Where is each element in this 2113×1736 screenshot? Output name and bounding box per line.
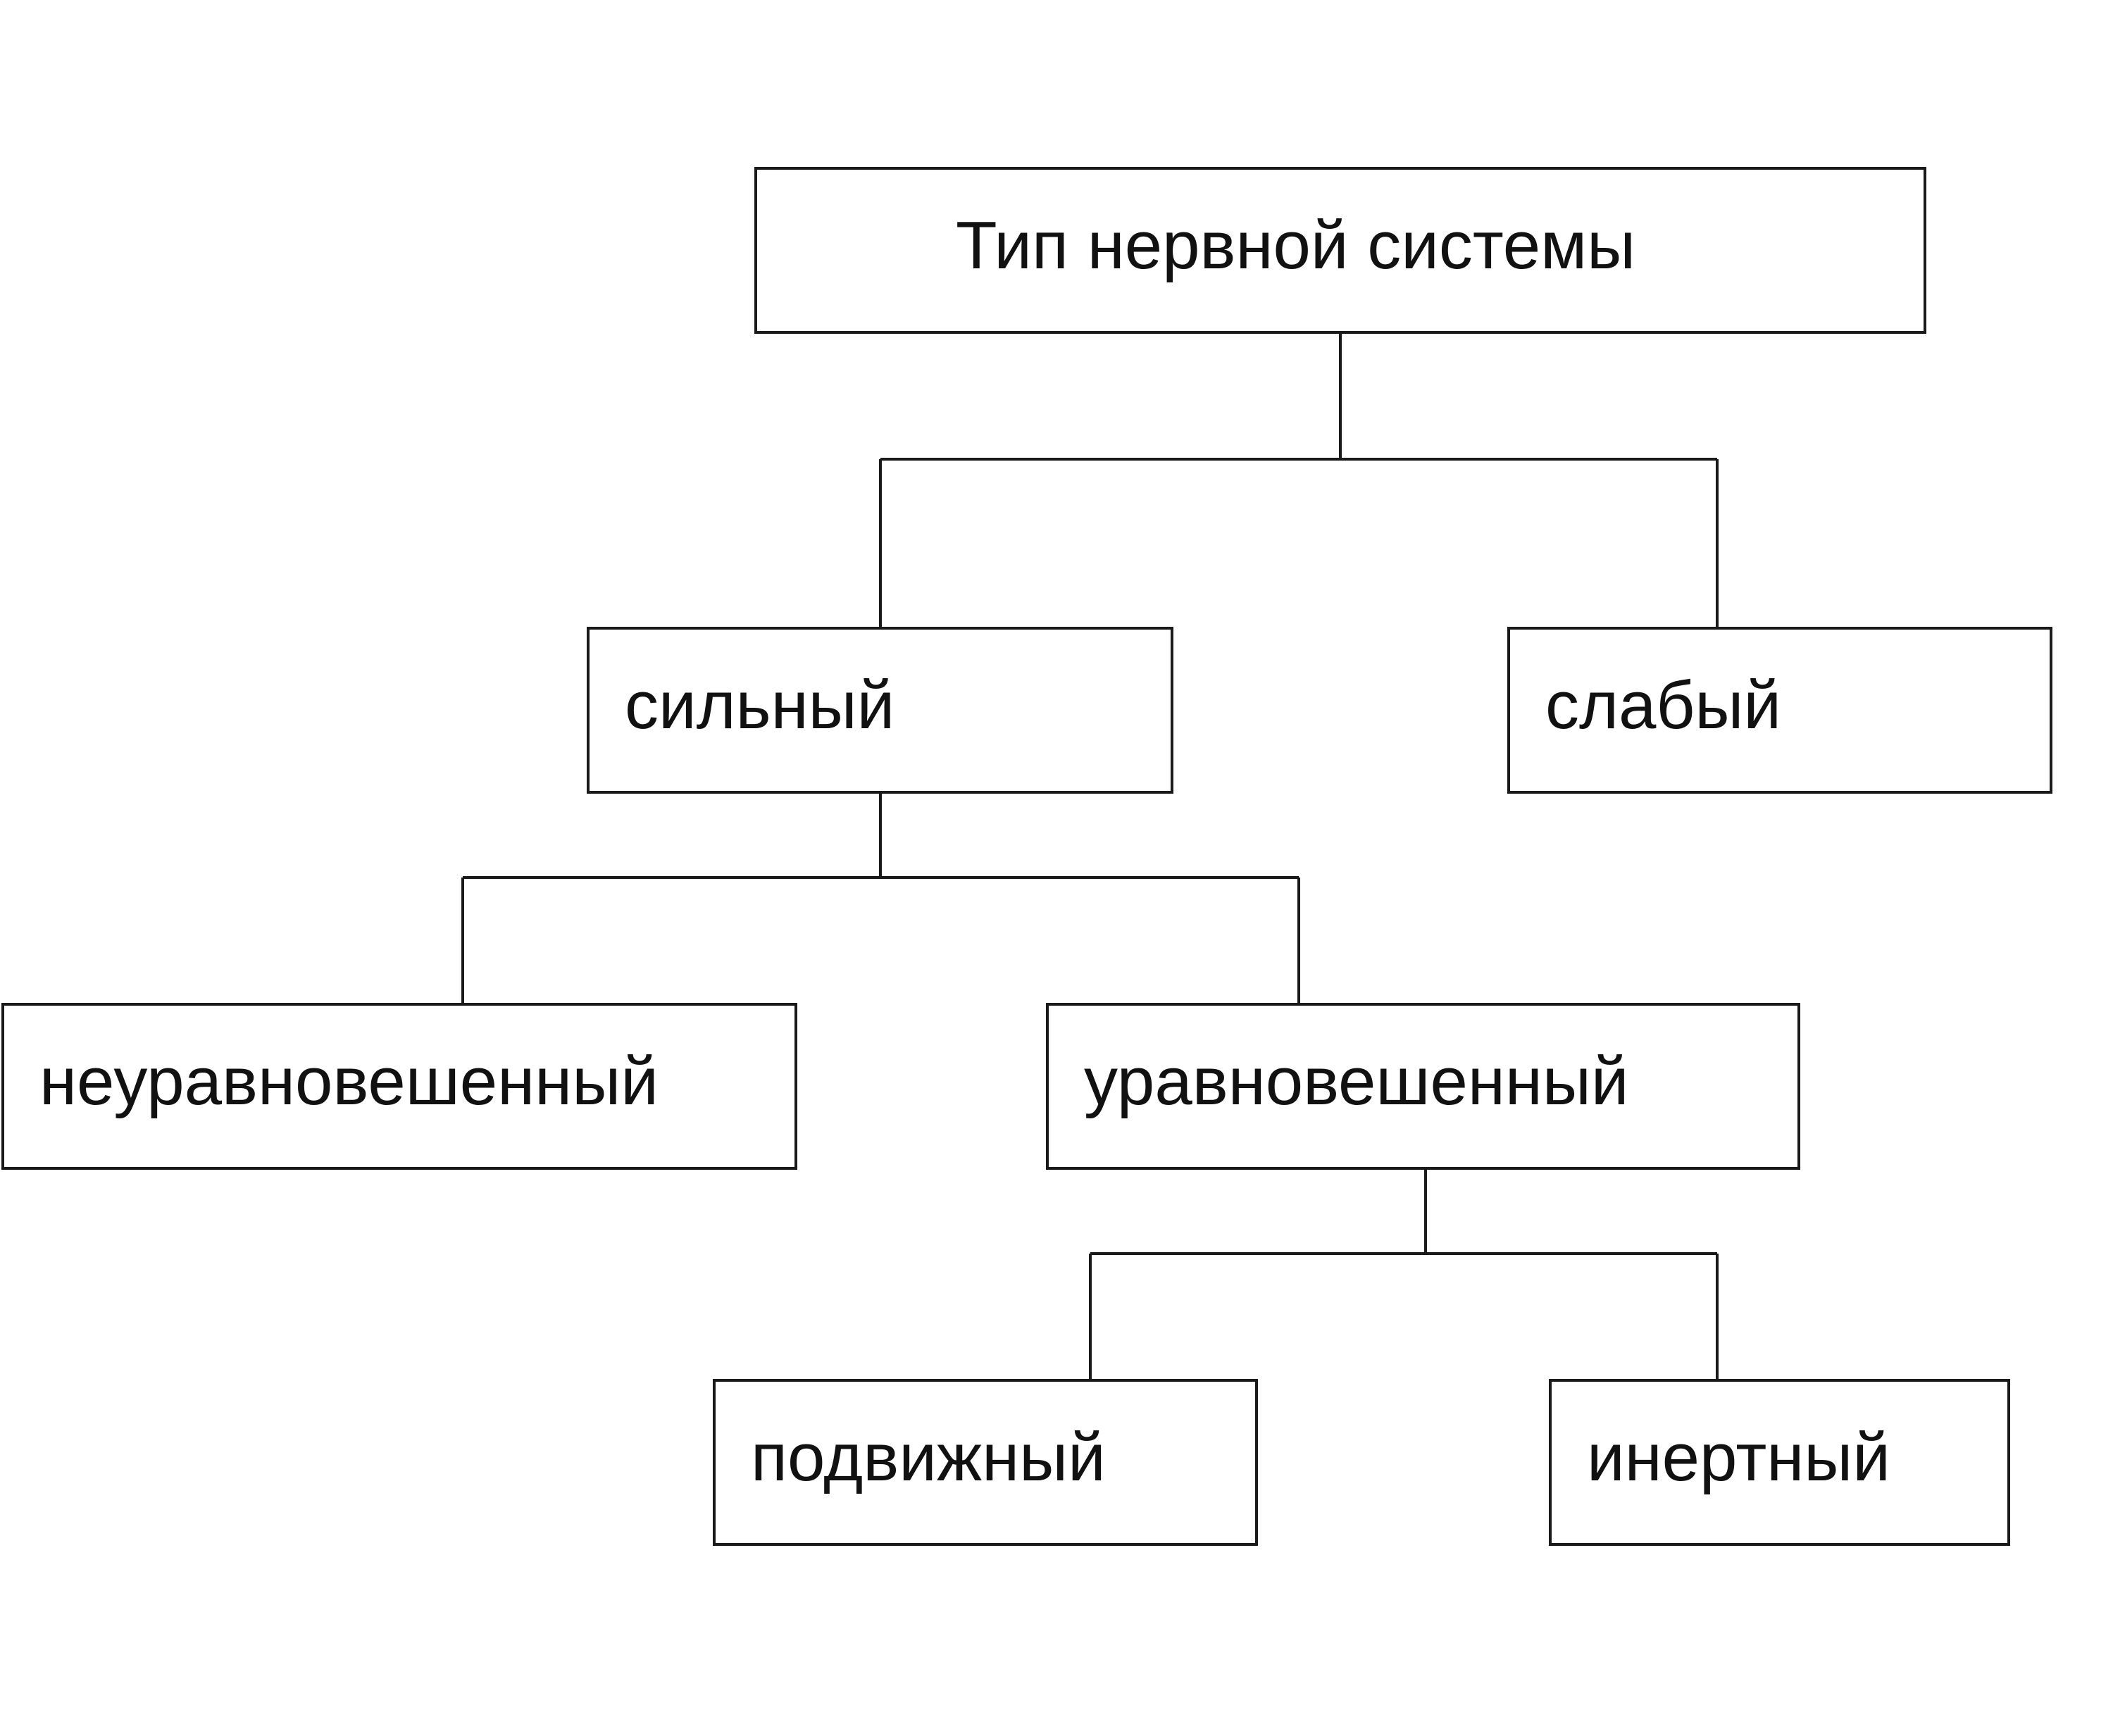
node-label: Тип нервной системы bbox=[956, 208, 1636, 283]
node-label: неуравновешенный bbox=[39, 1044, 659, 1119]
node-mobile: подвижный bbox=[713, 1379, 1258, 1546]
node-label: слабый bbox=[1545, 668, 1782, 743]
node-balanced: уравновешенный bbox=[1046, 1003, 1800, 1170]
node-nervous-system-type: Тип нервной системы bbox=[754, 167, 1926, 334]
node-label: уравновешенный bbox=[1084, 1044, 1629, 1119]
node-label: инертный bbox=[1587, 1420, 1890, 1495]
node-unbalanced: неуравновешенный bbox=[1, 1003, 797, 1170]
node-inert: инертный bbox=[1549, 1379, 2010, 1546]
node-label: подвижный bbox=[751, 1420, 1106, 1495]
node-weak: слабый bbox=[1507, 627, 2052, 794]
node-strong: сильный bbox=[587, 627, 1173, 794]
node-label: сильный bbox=[625, 668, 895, 743]
